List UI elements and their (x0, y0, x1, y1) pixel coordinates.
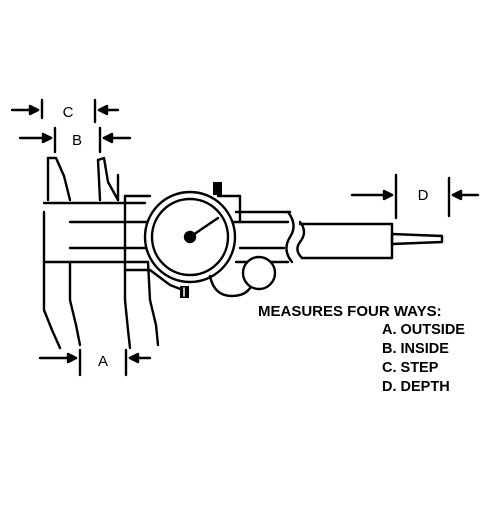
inside-jaws (46, 156, 120, 202)
caption-title: MEASURES FOUR WAYS: (258, 303, 442, 320)
dimension-label-c: C (63, 104, 74, 121)
dimension-b (18, 126, 132, 154)
dial-gauge (143, 182, 237, 298)
caption: MEASURES FOUR WAYS: A. OUTSIDE B. INSIDE… (258, 303, 465, 395)
dimension-d (350, 173, 480, 220)
caption-item-step: C. STEP (382, 360, 439, 376)
thumb-roller (208, 255, 277, 298)
dimension-label-b: B (72, 132, 82, 149)
slider-body (123, 194, 242, 302)
outside-jaws (42, 260, 160, 350)
dimension-c (10, 98, 120, 124)
caption-item-depth: D. DEPTH (382, 379, 450, 395)
dimension-label-d: D (418, 187, 429, 204)
caption-item-inside: B. INSIDE (382, 341, 449, 357)
caption-item-outside: A. OUTSIDE (382, 322, 465, 338)
depth-rod (390, 232, 444, 246)
dimension-a (38, 348, 152, 377)
caliper-beam (42, 201, 394, 264)
dimension-label-a: A (98, 353, 108, 370)
